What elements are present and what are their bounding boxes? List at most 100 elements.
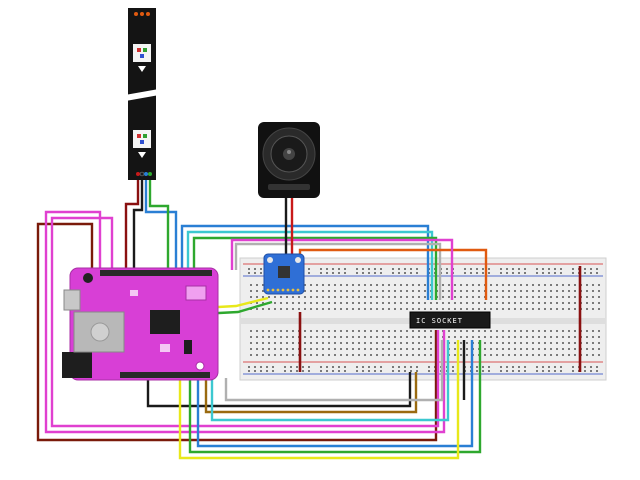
breadboard-hole bbox=[574, 348, 576, 350]
breadboard-hole bbox=[514, 284, 516, 286]
breadboard-hole bbox=[344, 272, 346, 274]
breadboard-hole bbox=[310, 348, 312, 350]
breadboard-hole bbox=[550, 354, 552, 356]
breadboard-hole bbox=[370, 342, 372, 344]
breadboard-hole bbox=[538, 308, 540, 310]
breadboard-hole bbox=[424, 302, 426, 304]
breadboard-hole bbox=[280, 308, 282, 310]
breadboard-hole bbox=[320, 272, 322, 274]
breadboard-hole bbox=[538, 342, 540, 344]
breadboard-hole bbox=[328, 330, 330, 332]
breadboard-hole bbox=[392, 268, 394, 270]
breadboard-hole bbox=[472, 308, 474, 310]
breadboard-hole bbox=[268, 330, 270, 332]
breadboard-hole bbox=[256, 290, 258, 292]
breadboard-hole bbox=[266, 370, 268, 372]
breadboard-hole bbox=[382, 290, 384, 292]
breadboard-hole bbox=[388, 290, 390, 292]
breadboard-hole bbox=[310, 308, 312, 310]
breadboard-hole bbox=[424, 348, 426, 350]
wire-green-top bbox=[192, 236, 438, 300]
breadboard-hole bbox=[542, 370, 544, 372]
breadboard-hole bbox=[502, 290, 504, 292]
breadboard-hole bbox=[310, 354, 312, 356]
breadboard-hole bbox=[310, 342, 312, 344]
breadboard-hole bbox=[446, 268, 448, 270]
breadboard-hole bbox=[334, 354, 336, 356]
breadboard-hole bbox=[418, 330, 420, 332]
breadboard-hole bbox=[332, 366, 334, 368]
breadboard-hole bbox=[512, 268, 514, 270]
breadboard-hole bbox=[466, 290, 468, 292]
breadboard-hole bbox=[400, 342, 402, 344]
breadboard-hole bbox=[286, 336, 288, 338]
breadboard-hole bbox=[502, 342, 504, 344]
breadboard-hole bbox=[358, 348, 360, 350]
breadboard-hole bbox=[518, 272, 520, 274]
breadboard-hole bbox=[400, 330, 402, 332]
breadboard-hole bbox=[298, 302, 300, 304]
breadboard-hole bbox=[332, 370, 334, 372]
breadboard-hole bbox=[514, 330, 516, 332]
breadboard-hole bbox=[572, 366, 574, 368]
breadboard-hole bbox=[326, 366, 328, 368]
breadboard-hole bbox=[520, 348, 522, 350]
breadboard-hole bbox=[520, 302, 522, 304]
breadboard-hole bbox=[416, 366, 418, 368]
breadboard-hole bbox=[248, 272, 250, 274]
breadboard-hole bbox=[370, 330, 372, 332]
breadboard-hole bbox=[460, 348, 462, 350]
breadboard-hole bbox=[398, 268, 400, 270]
breadboard-hole bbox=[356, 268, 358, 270]
wire-magenta-outer bbox=[44, 210, 446, 434]
breadboard-hole bbox=[584, 272, 586, 274]
wire-gold-bottom bbox=[204, 372, 418, 414]
breadboard-hole bbox=[544, 354, 546, 356]
breadboard-hole bbox=[586, 348, 588, 350]
breadboard-hole bbox=[562, 330, 564, 332]
breadboard-hole bbox=[260, 272, 262, 274]
breadboard-hole bbox=[472, 302, 474, 304]
breadboard-hole bbox=[404, 370, 406, 372]
arrow-down-icon bbox=[138, 152, 146, 158]
breadboard-hole bbox=[274, 342, 276, 344]
breadboard-hole bbox=[340, 296, 342, 298]
breadboard-hole bbox=[442, 296, 444, 298]
breadboard-hole bbox=[584, 370, 586, 372]
breadboard-hole bbox=[532, 354, 534, 356]
breadboard-hole bbox=[250, 342, 252, 344]
breadboard-hole bbox=[472, 284, 474, 286]
breadboard-hole bbox=[418, 290, 420, 292]
usb-port bbox=[63, 289, 81, 311]
breadboard-hole bbox=[334, 336, 336, 338]
breadboard-hole bbox=[526, 284, 528, 286]
breadboard-hole bbox=[548, 366, 550, 368]
breadboard-hole bbox=[310, 302, 312, 304]
breadboard-hole bbox=[328, 290, 330, 292]
breadboard-hole bbox=[400, 296, 402, 298]
breadboard-hole bbox=[538, 284, 540, 286]
breadboard-hole bbox=[250, 284, 252, 286]
strip-break bbox=[119, 88, 165, 102]
breadboard-hole bbox=[596, 268, 598, 270]
wire-black-bottom bbox=[146, 372, 412, 408]
sensor-breakout bbox=[263, 253, 305, 295]
breadboard-hole bbox=[274, 302, 276, 304]
breadboard-hole bbox=[400, 308, 402, 310]
breadboard-hole bbox=[568, 308, 570, 310]
breadboard-hole bbox=[326, 272, 328, 274]
breadboard-hole bbox=[280, 354, 282, 356]
breadboard-hole bbox=[352, 296, 354, 298]
breadboard-hole bbox=[560, 366, 562, 368]
breadboard-hole bbox=[286, 296, 288, 298]
breadboard-hole bbox=[538, 330, 540, 332]
breadboard-hole bbox=[296, 370, 298, 372]
breadboard-hole bbox=[356, 272, 358, 274]
breadboard-hole bbox=[464, 272, 466, 274]
breadboard-hole bbox=[320, 366, 322, 368]
breadboard-hole bbox=[262, 308, 264, 310]
breadboard-hole bbox=[532, 336, 534, 338]
breadboard-hole bbox=[356, 370, 358, 372]
breadboard-hole bbox=[556, 354, 558, 356]
breadboard-hole bbox=[346, 342, 348, 344]
